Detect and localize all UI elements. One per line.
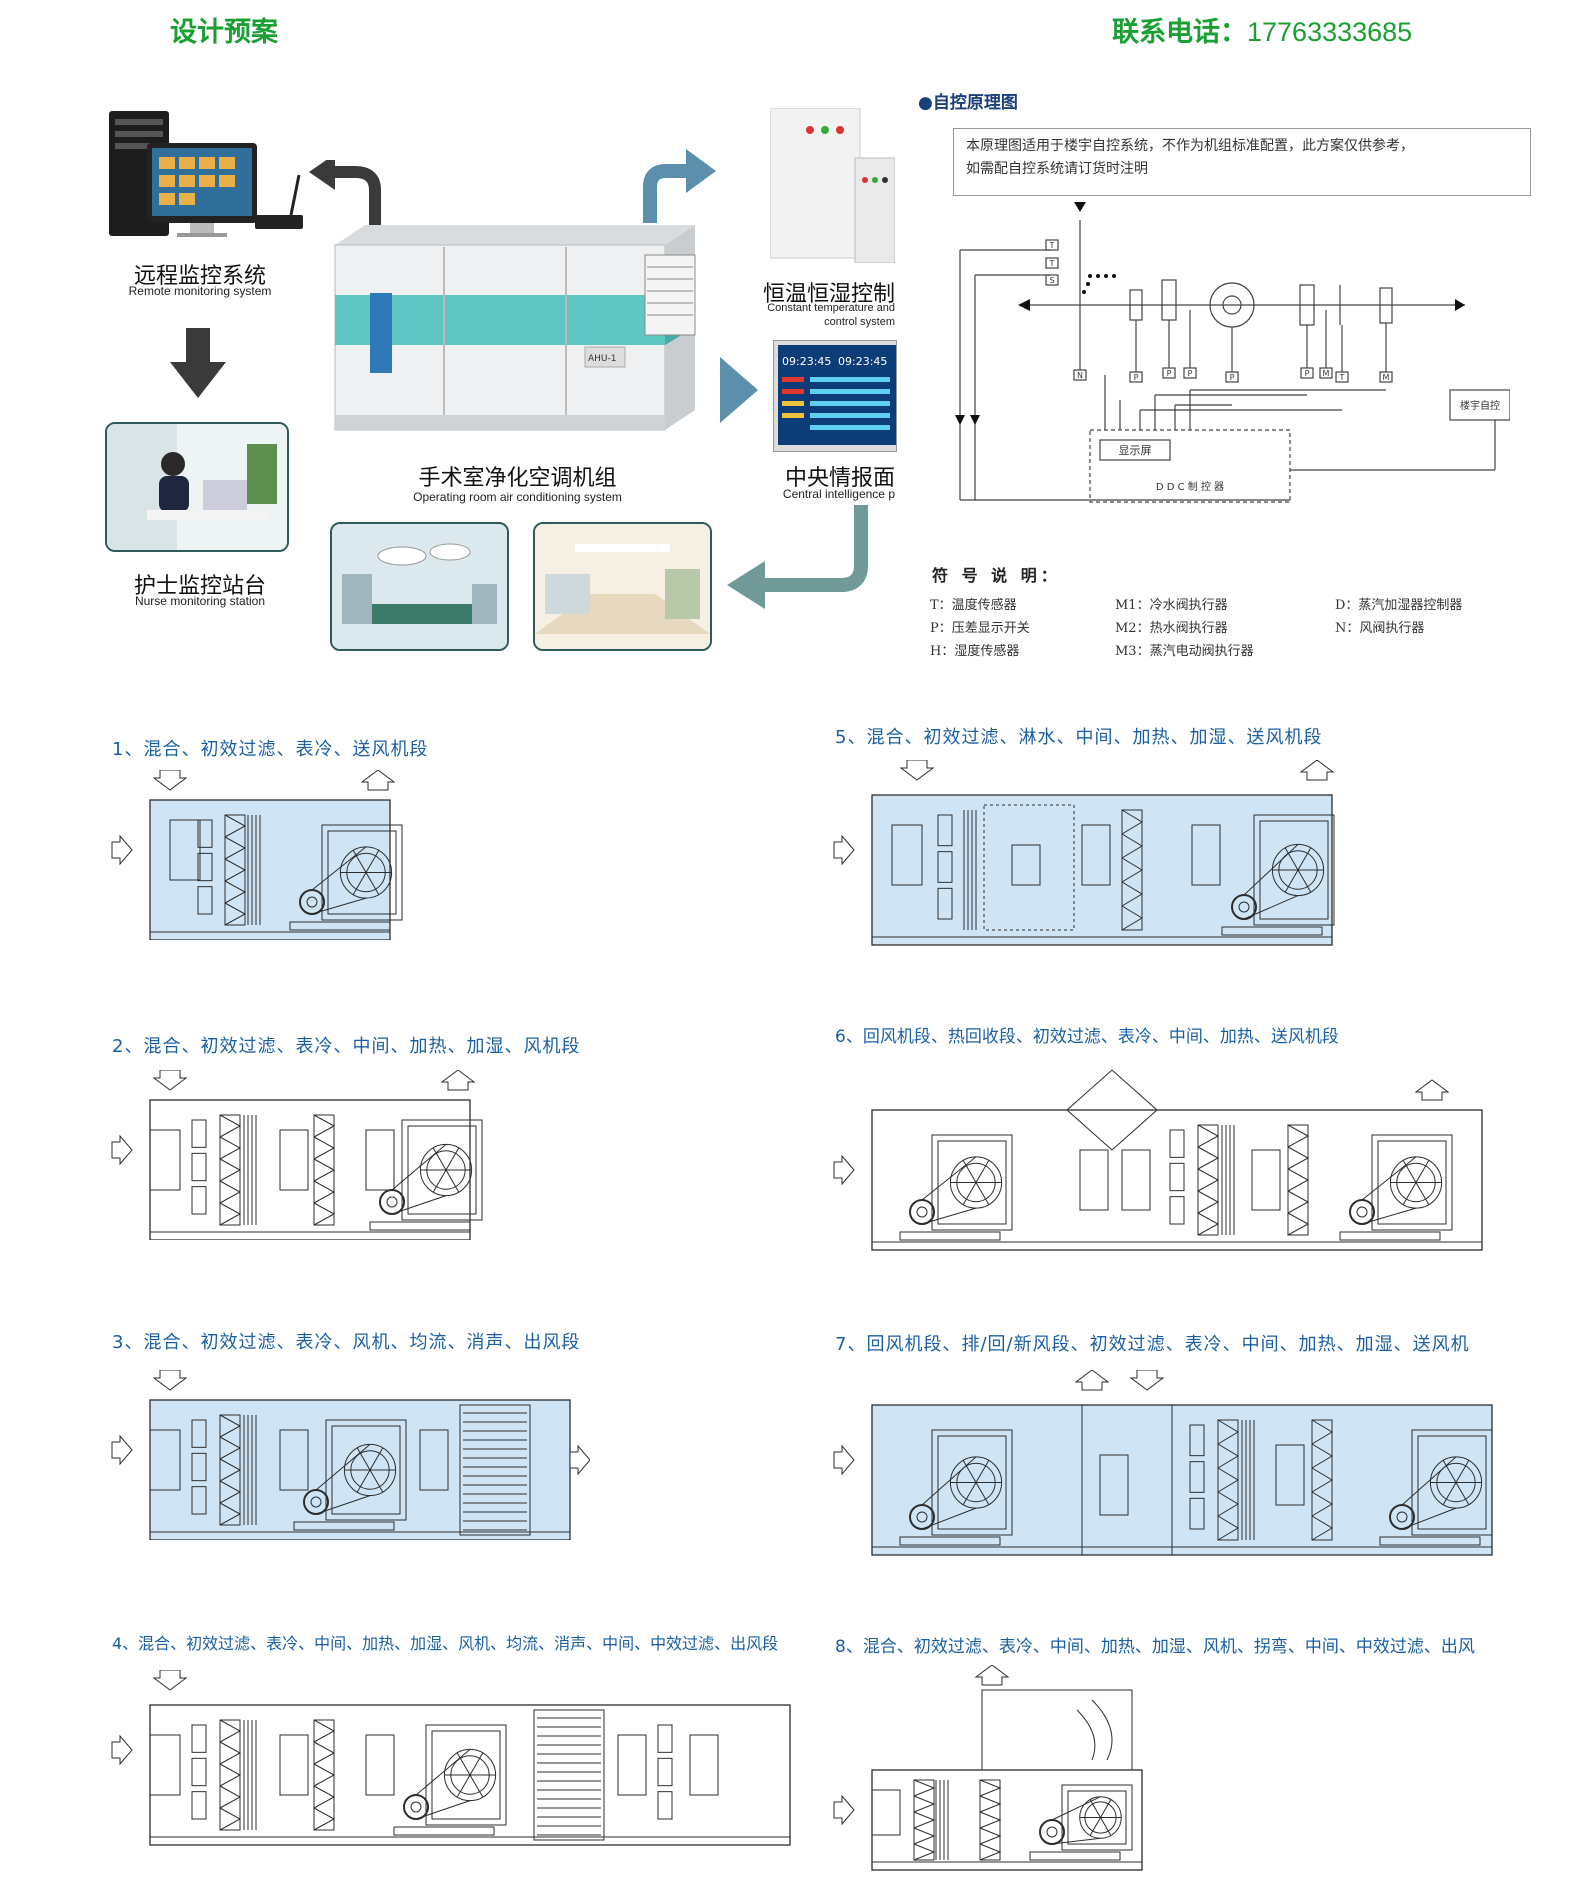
control-schematic-drawing: T T S N P P P P P M T M 显示屏 D D C 制 控 器 … bbox=[955, 202, 1510, 503]
control-cabinet-image bbox=[769, 107, 896, 264]
ahu-drawing-2 bbox=[110, 1069, 490, 1244]
nurse-station-photo bbox=[105, 422, 289, 552]
legend-n: N：风阀执行器 bbox=[1335, 621, 1425, 636]
legend-title: 符 号 说 明： bbox=[932, 566, 1061, 585]
curved-arrow-back-icon bbox=[727, 505, 868, 609]
section-title-5: 5、混合、初效过滤、淋水、中间、加热、加湿、送风机段 bbox=[835, 727, 1323, 748]
schematic-note-line-1: 本原理图适用于楼宇自控系统，不作为机组标准配置，此方案仅供参考， bbox=[966, 138, 1414, 154]
section-title-3: 3、混合、初效过滤、表冷、风机、均流、消声、出风段 bbox=[112, 1332, 581, 1353]
symbol-label: S bbox=[1049, 276, 1054, 285]
symbol-label: M bbox=[1323, 369, 1330, 378]
nurse-station-caption: 护士监控站台 bbox=[133, 574, 266, 599]
down-arrow-icon bbox=[170, 328, 226, 398]
section-title-4: 4、混合、初效过滤、表冷、中间、加热、加湿、风机、均流、消声、中间、中效过滤、出… bbox=[112, 1634, 779, 1653]
section-title-2: 2、混合、初效过滤、表冷、中间、加热、加湿、风机段 bbox=[112, 1036, 581, 1057]
legend-t: T：温度传感器 bbox=[930, 598, 1017, 613]
intelligence-panel-caption: 中央情报面 bbox=[784, 466, 895, 491]
control-system-caption: 恒温恒湿控制 bbox=[762, 282, 895, 307]
ahu-caption: 手术室净化空调机组 bbox=[418, 466, 617, 491]
legend-p: P：压差显示开关 bbox=[930, 621, 1030, 636]
symbol-label: P bbox=[1305, 369, 1310, 378]
symbol-label: T bbox=[1339, 373, 1345, 382]
ahu-drawing-5 bbox=[832, 759, 1352, 954]
unit-tag: AHU-1 bbox=[588, 354, 617, 364]
right-arrow-icon bbox=[720, 357, 758, 423]
schematic-title: ●自控原理图 bbox=[918, 93, 1018, 113]
symbol-label: N bbox=[1077, 371, 1083, 380]
curved-arrow-up-icon bbox=[643, 149, 716, 223]
section-title-7: 7、回风机段、排/回/新风段、初效过滤、表冷、中间、加热、加湿、送风机 bbox=[835, 1334, 1470, 1355]
ahu-drawing-7 bbox=[832, 1369, 1512, 1564]
display-screen-label: 显示屏 bbox=[1119, 444, 1152, 457]
symbol-label: T bbox=[1049, 241, 1055, 250]
legend-d: D：蒸汽加湿器控制器 bbox=[1335, 598, 1463, 613]
panel-clock-a: 09:23:45 bbox=[782, 355, 831, 368]
intelligence-panel-image: 09:23:45 09:23:45 bbox=[773, 340, 897, 452]
legend-h: H：湿度传感器 bbox=[930, 644, 1020, 659]
symbol-label: M bbox=[1383, 373, 1390, 382]
symbol-label: P bbox=[1230, 373, 1235, 382]
section-title-1: 1、混合、初效过滤、表冷、送风机段 bbox=[112, 739, 429, 760]
phone-number[interactable]: 17763333685 bbox=[1247, 17, 1413, 47]
legend-m1: M1：冷水阀执行器 bbox=[1115, 598, 1228, 613]
symbol-label: T bbox=[1049, 259, 1055, 268]
phone-label: 联系电话： bbox=[1112, 17, 1247, 48]
symbol-label: P bbox=[1188, 369, 1193, 378]
air-handling-unit-image: AHU-1 bbox=[325, 215, 710, 445]
ddc-controller-label: D D C 制 控 器 bbox=[1156, 480, 1224, 493]
operating-room-photo bbox=[330, 522, 509, 651]
remote-monitor-illustration bbox=[95, 105, 305, 245]
ahu-caption-en: Operating room air conditioning system bbox=[413, 490, 622, 504]
symbol-label: P bbox=[1134, 373, 1139, 382]
ahu-drawing-3 bbox=[110, 1369, 591, 1544]
page-title-left: 设计预案 bbox=[170, 17, 278, 48]
nurse-station-caption-en: Nurse monitoring station bbox=[134, 594, 266, 608]
bas-label: 楼宇自控 bbox=[1460, 399, 1500, 412]
remote-monitor-caption-en: Remote monitoring system bbox=[128, 284, 272, 298]
symbol-label: P bbox=[1167, 369, 1172, 378]
ahu-drawing-8 bbox=[832, 1664, 1162, 1884]
ahu-drawing-6 bbox=[832, 1055, 1502, 1269]
intelligence-panel-caption-en: Central intelligence p bbox=[782, 487, 895, 501]
panel-clock-b: 09:23:45 bbox=[838, 355, 887, 368]
section-title-8: 8、混合、初效过滤、表冷、中间、加热、加湿、风机、拐弯、中间、中效过滤、出风 bbox=[835, 1637, 1475, 1657]
section-title-6: 6、回风机段、热回收段、初效过滤、表冷、中间、加热、送风机段 bbox=[835, 1027, 1339, 1047]
control-system-caption-en-1: Constant temperature and bbox=[767, 302, 895, 314]
ahu-drawing-1 bbox=[110, 769, 410, 944]
ahu-drawing-4 bbox=[110, 1669, 810, 1854]
schematic-note-line-2: 如需配自控系统请订货时注明 bbox=[966, 161, 1148, 177]
hospital-corridor-photo bbox=[533, 522, 712, 651]
contact-phone: 联系电话：17763333685 bbox=[1112, 10, 1412, 49]
symbol-dots bbox=[1082, 274, 1116, 294]
legend-m2: M2：热水阀执行器 bbox=[1115, 621, 1228, 636]
curved-arrow-icon bbox=[309, 160, 381, 228]
legend-m3: M3：蒸汽电动阀执行器 bbox=[1115, 644, 1254, 659]
remote-monitor-caption: 远程监控系统 bbox=[133, 264, 266, 289]
control-system-caption-en-2: control system bbox=[824, 316, 895, 328]
schematic-note: 本原理图适用于楼宇自控系统，不作为机组标准配置，此方案仅供参考， 如需配自控系统… bbox=[953, 128, 1531, 196]
